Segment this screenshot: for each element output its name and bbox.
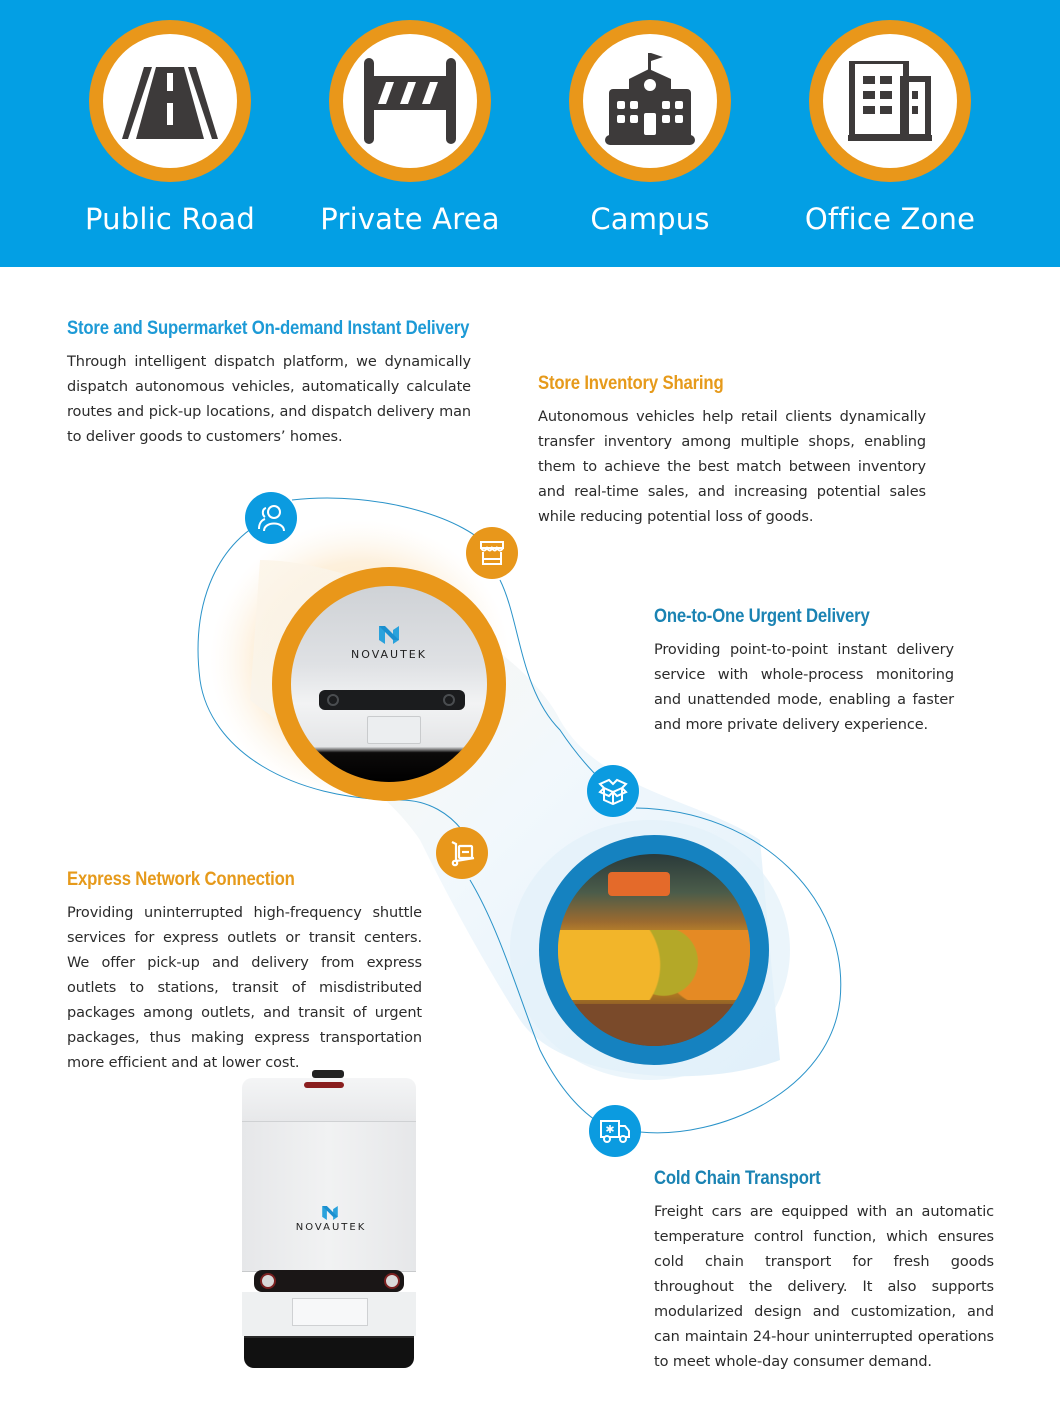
rear-lights-bar — [254, 1270, 404, 1292]
scene-icon-ring — [329, 20, 491, 182]
scene-label: Public Road — [84, 202, 255, 236]
section-cold-chain: Cold Chain Transport Freight cars are eq… — [654, 1168, 994, 1375]
scene-icon-ring — [569, 20, 731, 182]
section-body: Through intelligent dispatch platform, w… — [67, 354, 471, 445]
road-icon — [122, 67, 218, 139]
scene-private-area: Private Area — [290, 20, 530, 236]
sensor-right — [443, 694, 455, 706]
scene-icon-ring — [89, 20, 251, 182]
cold-chain-badge — [589, 1105, 641, 1157]
novautek-logo-icon — [379, 626, 399, 644]
supermarket-photo — [539, 835, 769, 1065]
license-plate — [367, 716, 421, 744]
scene-public-road: Public Road — [50, 20, 290, 236]
sensor-bar — [319, 690, 465, 710]
vehicle-base — [244, 1336, 414, 1368]
section-title: Cold Chain Transport — [654, 1168, 821, 1189]
section-urgent-delivery: One-to-One Urgent Delivery Providing poi… — [654, 606, 954, 738]
rear-light-left — [260, 1273, 276, 1289]
produce-sign — [608, 872, 670, 896]
brand-name: NOVAUTEK — [295, 1222, 367, 1233]
section-title: Store and Supermarket On-demand Instant … — [67, 318, 470, 339]
customers-badge — [245, 492, 297, 544]
barrier-icon — [364, 58, 456, 144]
people-icon — [258, 505, 285, 532]
brake-light — [304, 1082, 344, 1088]
wooden-counter — [558, 1004, 750, 1046]
storefront-icon — [480, 541, 504, 565]
roof-sensor — [312, 1070, 344, 1078]
scenarios-banner: Public Road Private Area — [0, 0, 1060, 267]
section-title: Store Inventory Sharing — [538, 373, 724, 394]
refrigerated-truck-icon — [600, 1120, 630, 1143]
scene-campus: Campus — [530, 20, 770, 236]
shop-badge — [466, 527, 518, 579]
scene-label: Campus — [590, 202, 710, 236]
section-body: Autonomous vehicles help retail clients … — [538, 409, 926, 525]
vehicle-rear-photo: NOVAUTEK — [238, 1070, 420, 1370]
scene-icon-ring — [809, 20, 971, 182]
section-title: Express Network Connection — [67, 869, 295, 890]
vehicle-front-photo: NOVAUTEK — [272, 567, 506, 801]
section-title: One-to-One Urgent Delivery — [654, 606, 870, 627]
open-box-icon — [598, 778, 628, 806]
sensor-left — [327, 694, 339, 706]
scene-label: Office Zone — [804, 202, 976, 236]
package-badge — [587, 765, 639, 817]
section-body: Providing uninterrupted high-frequency s… — [67, 905, 422, 1071]
novautek-logo-icon — [322, 1206, 338, 1220]
vehicle-cargo-box — [242, 1122, 416, 1272]
section-body: Freight cars are equipped with an automa… — [654, 1204, 994, 1370]
hand-truck-icon — [451, 841, 475, 867]
section-inventory-sharing: Store Inventory Sharing Autonomous vehic… — [538, 373, 926, 530]
section-express-network: Express Network Connection Providing uni… — [67, 869, 422, 1076]
brand-name: NOVAUTEK — [351, 648, 427, 661]
scene-label: Private Area — [320, 202, 500, 236]
scene-office-zone: Office Zone — [770, 20, 1010, 236]
license-plate — [292, 1298, 368, 1326]
section-store-delivery: Store and Supermarket On-demand Instant … — [67, 318, 471, 450]
fruit-display — [558, 930, 750, 1000]
school-icon — [605, 53, 695, 145]
express-badge — [436, 827, 488, 879]
office-building-icon — [848, 61, 932, 141]
section-body: Providing point-to-point instant deliver… — [654, 642, 954, 733]
rear-light-right — [384, 1273, 400, 1289]
